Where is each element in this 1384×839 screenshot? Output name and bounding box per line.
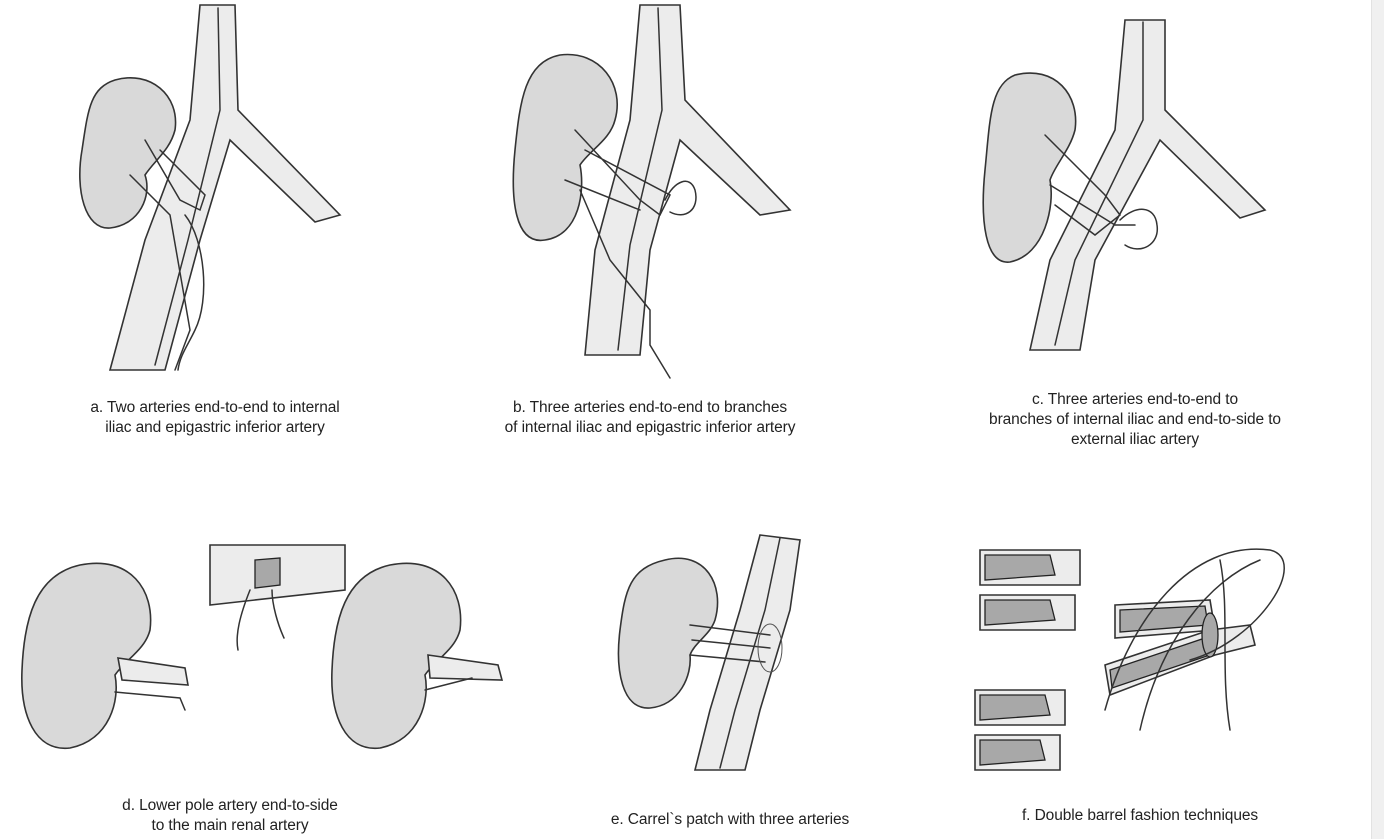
panel-e-illustration — [610, 530, 850, 770]
caption-a: a. Two arteries end-to-end to internal i… — [0, 398, 430, 438]
panel-e: e. Carrel`s patch with three arteries — [610, 530, 850, 770]
panel-b-illustration — [490, 0, 810, 390]
caption-c: c. Three arteries end-to-end to branches… — [915, 390, 1355, 450]
panel-a: a. Two arteries end-to-end to internal i… — [60, 0, 360, 390]
panel-d-illustration — [10, 530, 520, 770]
caption-f: f. Double barrel fashion techniques — [940, 806, 1340, 826]
caption-b: b. Three arteries end-to-end to branches… — [400, 398, 900, 438]
vertical-scrollbar[interactable] — [1371, 0, 1384, 839]
panel-a-illustration — [60, 0, 360, 390]
panel-d: d. Lower pole artery end-to-side to the … — [10, 530, 520, 770]
panel-f: f. Double barrel fashion techniques — [960, 520, 1330, 790]
panel-f-illustration — [960, 520, 1330, 790]
panel-c-illustration — [975, 0, 1295, 360]
panel-c: c. Three arteries end-to-end to branches… — [975, 0, 1295, 360]
panel-b: b. Three arteries end-to-end to branches… — [490, 0, 810, 390]
caption-d: d. Lower pole artery end-to-side to the … — [60, 796, 400, 836]
caption-e: e. Carrel`s patch with three arteries — [550, 810, 910, 830]
